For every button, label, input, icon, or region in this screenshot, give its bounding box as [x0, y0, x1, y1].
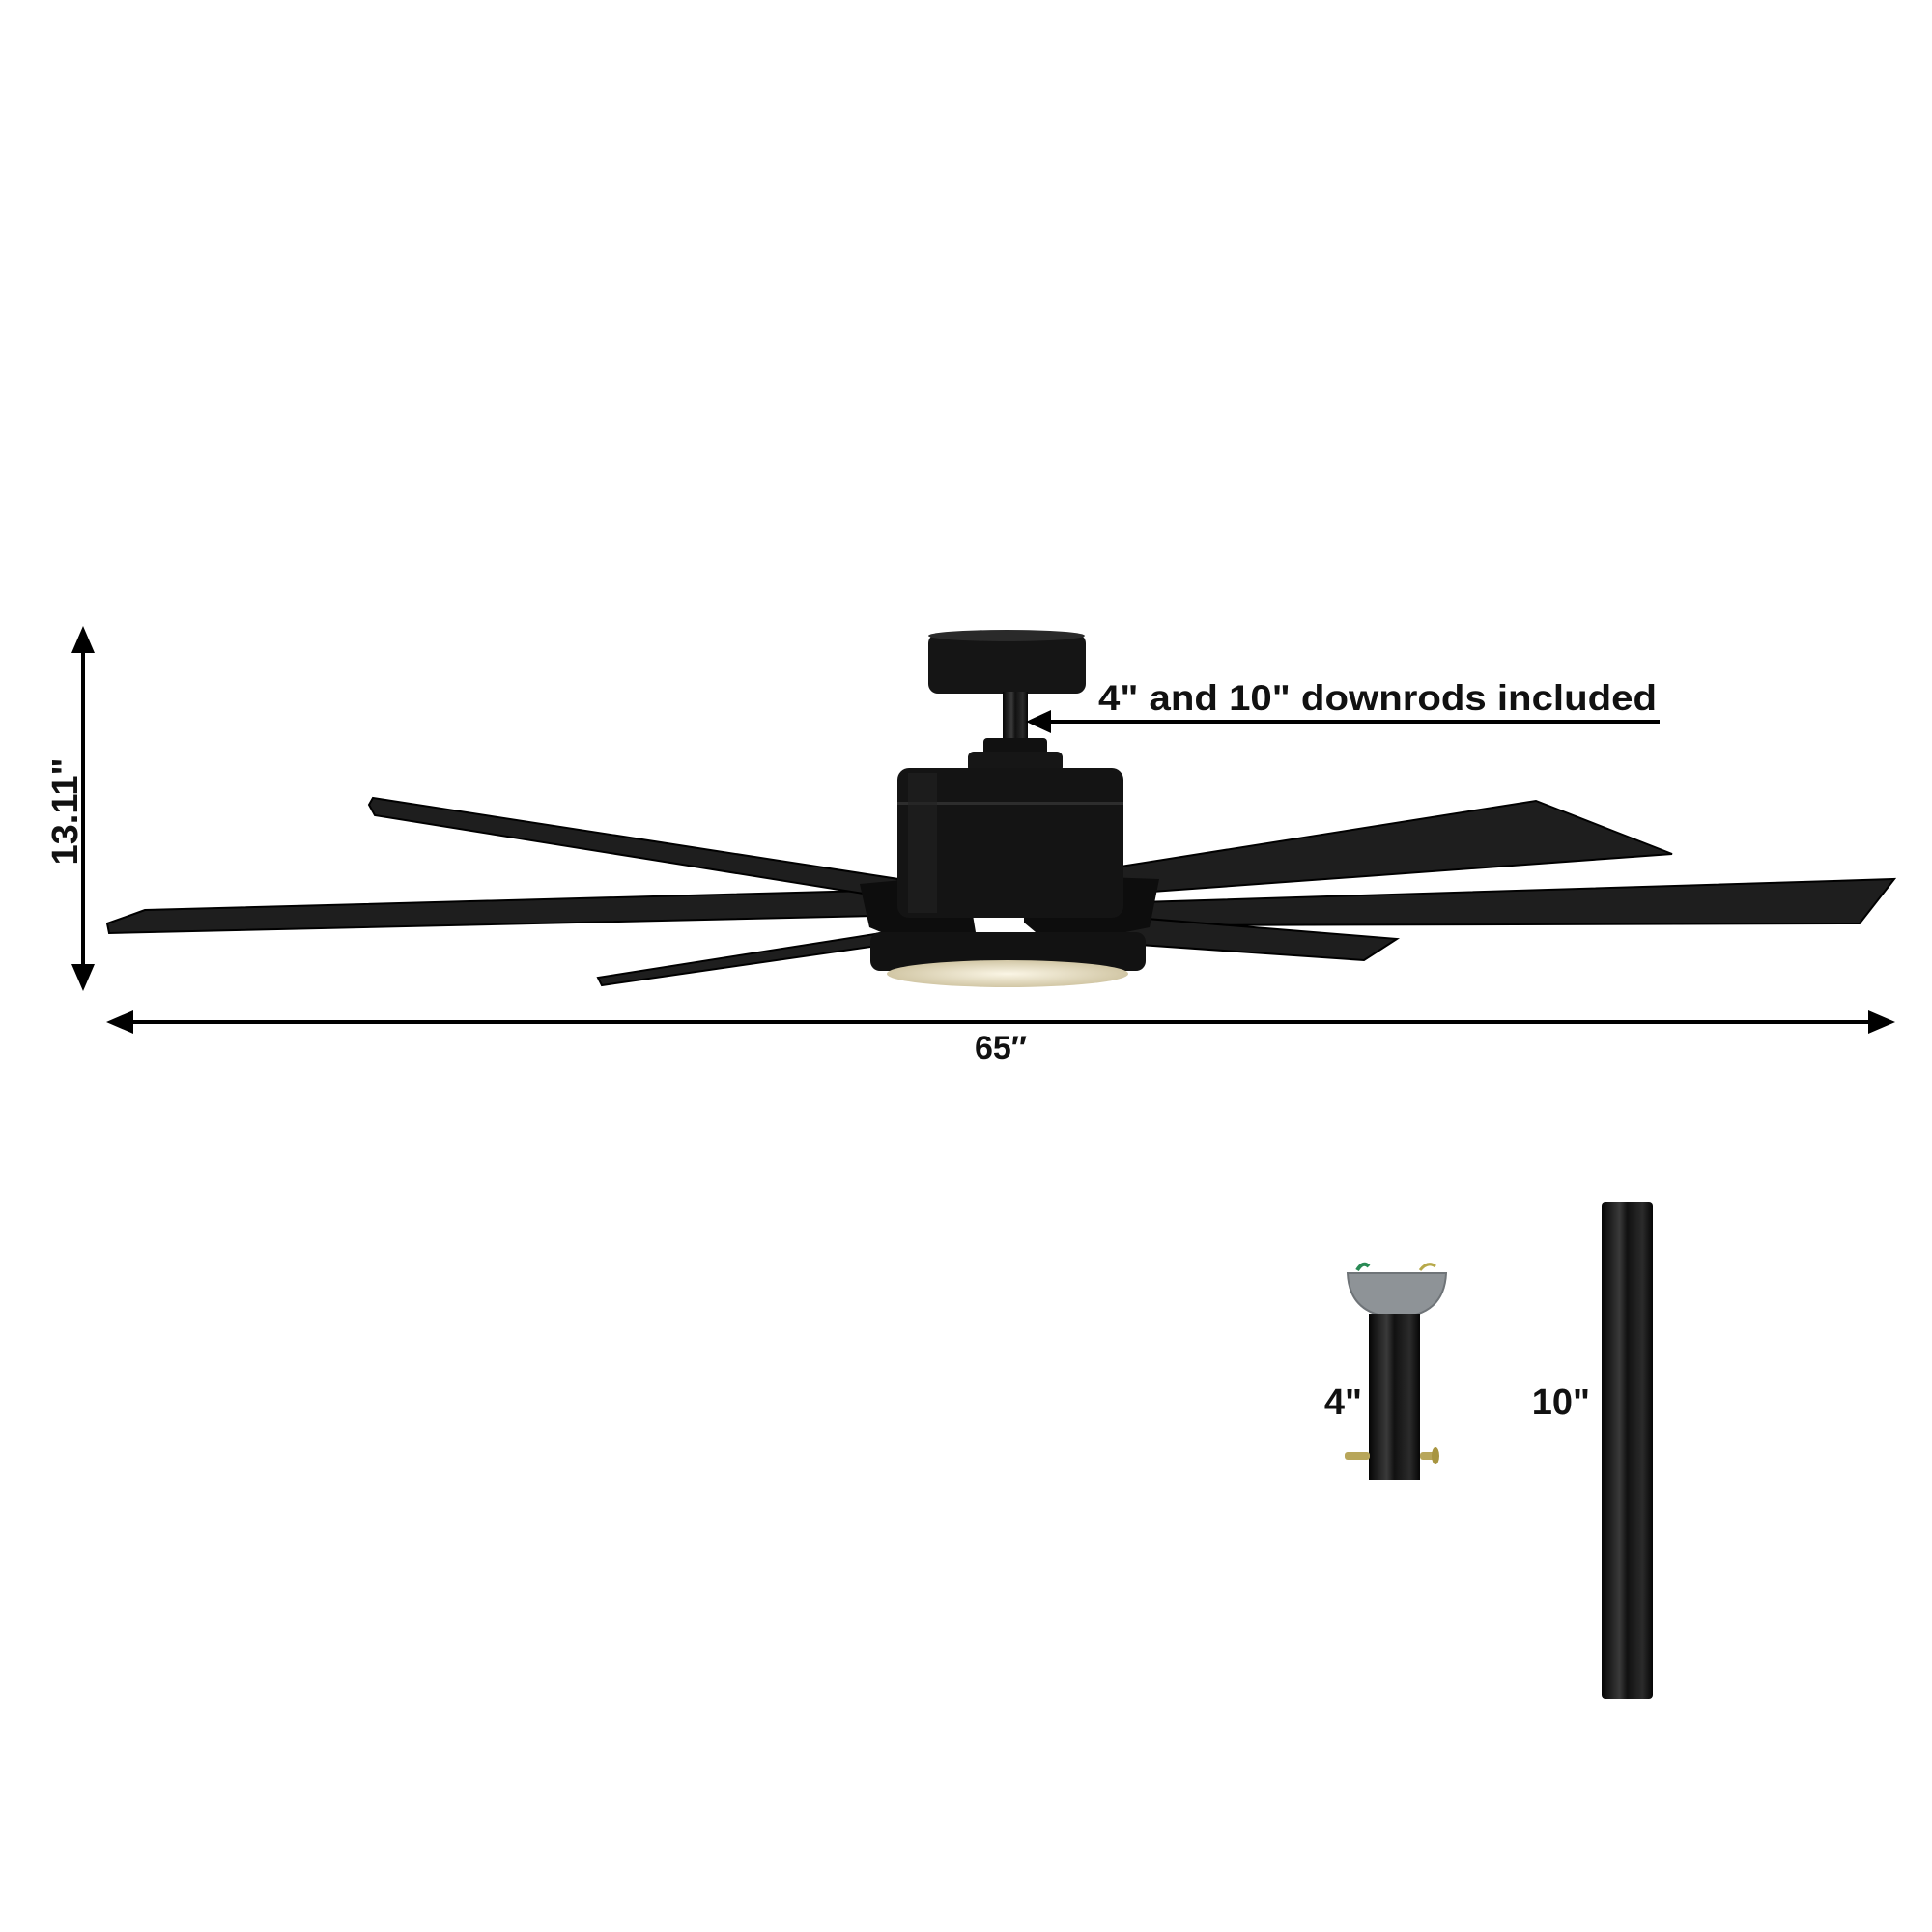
downrods-pointer-arrow [1026, 710, 1660, 733]
fan-downrod [1003, 692, 1028, 742]
width-dimension-arrow [106, 1010, 1895, 1034]
downrod-10in-label: 10" [1532, 1382, 1590, 1423]
blade-right-upper [1119, 799, 1673, 895]
blade-right-long [1139, 877, 1897, 927]
fan-light-kit [870, 932, 1146, 987]
downrod-4in-label: 4" [1324, 1382, 1362, 1423]
fan-canopy [928, 630, 1086, 694]
height-dimension-arrow [71, 626, 95, 991]
width-label: 65″ [975, 1030, 1027, 1066]
blade-left-upper [367, 796, 900, 900]
downrod-10in-image [1602, 1202, 1653, 1699]
blade-left-lower [596, 931, 886, 987]
fan-coupler [968, 738, 1063, 773]
downrod-4in-image [1345, 1262, 1448, 1480]
height-label: 13.11" [45, 757, 86, 865]
blade-left-long [105, 889, 876, 935]
fan-motor-housing [897, 768, 1123, 918]
downrods-included-text: 4" and 10" downrods included [1098, 678, 1657, 718]
